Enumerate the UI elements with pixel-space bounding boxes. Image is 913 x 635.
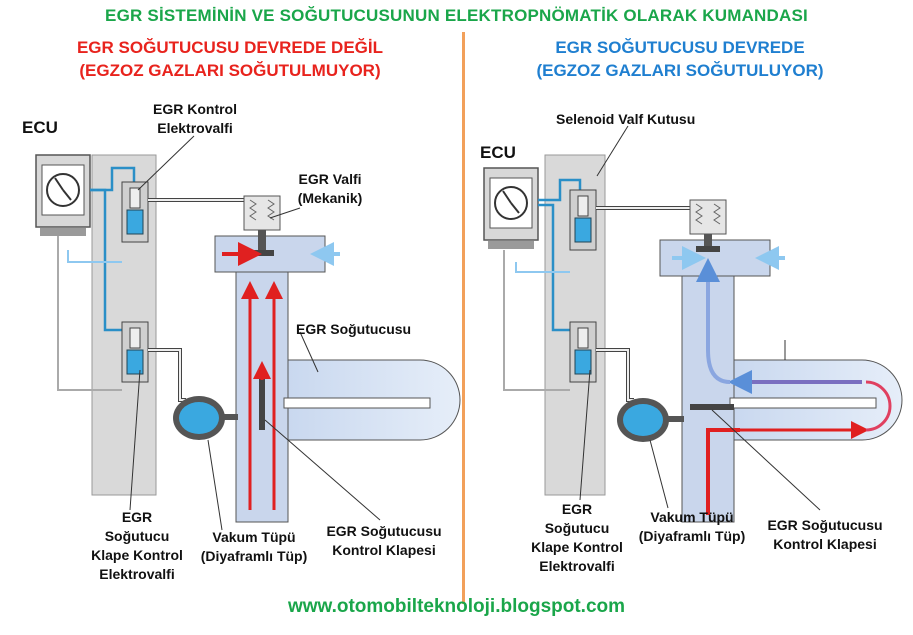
footer-url[interactable]: www.otomobilteknoloji.blogspot.com (287, 596, 626, 617)
left-ecu-label: ECU (22, 118, 58, 137)
right-heading-line2: (EGZOZ GAZLARI SOĞUTULUYOR) (536, 61, 824, 80)
label-line: Elektrovalfi (157, 120, 233, 136)
label-line: EGR (121, 509, 153, 525)
label-line: Kontrol Klapesi (332, 542, 436, 558)
left-heading-line1: EGR SOĞUTUCUSU DEVREDE DEĞİL (76, 38, 384, 57)
left-vacuum-actuator (173, 396, 238, 440)
left-egr-control-valve-label: EGR Kontrol Elektrovalfi (140, 100, 250, 138)
right-egr-control-solenoid (569, 189, 597, 251)
right-ecu-box (483, 167, 539, 249)
left-vacuum-tube-label: Vakum Tüpü (Diyaframlı Tüp) (190, 528, 318, 566)
right-ecu-label: ECU (480, 143, 516, 162)
label-line: EGR Soğutucusu (767, 517, 883, 533)
label-line: Klape Kontrol (91, 547, 183, 563)
right-solenoid-box-label: Selenoid Valf Kutusu (556, 111, 696, 127)
label-line: Soğutucu (544, 520, 610, 536)
label-line: Vakum Tüpü (212, 529, 296, 545)
left-egr-valve (243, 195, 281, 256)
right-cooler-flap-label: EGR Soğutucusu Kontrol Klapesi (758, 516, 892, 554)
right-egr-valve (689, 199, 727, 252)
left-flap-control-valve-label: EGR Soğutucu Klape Kontrol Elektrovalfi (82, 508, 192, 584)
right-vacuum-tube-label: Vakum Tüpü (Diyaframlı Tüp) (628, 508, 756, 546)
label-line: EGR Kontrol (153, 101, 237, 117)
label-line: Elektrovalfi (99, 566, 175, 582)
left-heading: EGR SOĞUTUCUSU DEVREDE DEĞİL (EGZOZ GAZL… (20, 36, 440, 82)
left-heading-line2: (EGZOZ GAZLARI SOĞUTULMUYOR) (79, 61, 381, 80)
label-line: EGR Soğutucusu (326, 523, 442, 539)
right-flap-control-valve-label: EGR Soğutucu Klape Kontrol Elektrovalfi (522, 500, 632, 576)
label-line: EGR (561, 501, 593, 517)
left-egr-valve-label: EGR Valfi (Mekanik) (288, 170, 372, 208)
right-flap-control-solenoid (569, 321, 597, 383)
right-vacuum-actuator (617, 398, 684, 442)
label-line: (Diyaframlı Tüp) (638, 528, 746, 544)
label-line: Elektrovalfi (539, 558, 615, 574)
left-cooler-flap-label: EGR Soğutucusu Kontrol Klapesi (318, 522, 450, 560)
right-cooler-flap (690, 404, 734, 410)
left-egr-control-solenoid (121, 181, 149, 243)
panel-divider (462, 32, 465, 604)
right-heading-line1: EGR SOĞUTUCUSU DEVREDE (555, 38, 805, 57)
label-line: (Mekanik) (297, 190, 363, 206)
left-flap-control-solenoid (121, 321, 149, 383)
left-panel (35, 135, 461, 531)
label-line: Soğutucu (104, 528, 170, 544)
left-egr-cooler-label: EGR Soğutucusu (296, 321, 412, 337)
right-heading: EGR SOĞUTUCUSU DEVREDE (EGZOZ GAZLARI SO… (470, 36, 890, 82)
page-title: EGR SİSTEMİNİN VE SOĞUTUCUSUNUN ELEKTROP… (105, 6, 808, 25)
label-line: Kontrol Klapesi (773, 536, 877, 552)
right-panel (483, 125, 903, 523)
left-ecu-box (35, 154, 91, 236)
label-line: EGR Valfi (298, 171, 362, 187)
label-line: (Diyaframlı Tüp) (200, 548, 308, 564)
left-cooler-flap (259, 370, 265, 430)
label-line: Klape Kontrol (531, 539, 623, 555)
label-line: Vakum Tüpü (650, 509, 734, 525)
